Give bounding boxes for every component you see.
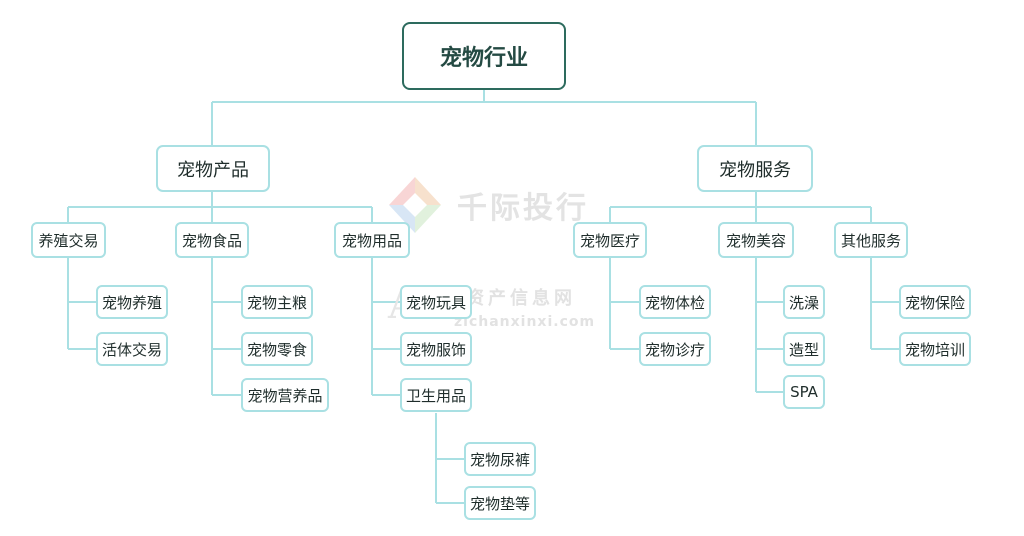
- leaf-apparel: 宠物服饰: [400, 332, 472, 366]
- node-pet-medical: 宠物医疗: [573, 222, 647, 258]
- node-pet-beauty: 宠物美容: [718, 222, 794, 258]
- leaf-treatment: 宠物诊疗: [639, 332, 711, 366]
- leaf-pads: 宠物垫等: [464, 486, 536, 520]
- node-pet-services: 宠物服务: [697, 145, 813, 192]
- leaf-bathing: 洗澡: [783, 285, 825, 319]
- node-pet-food: 宠物食品: [175, 222, 249, 258]
- leaf-toys: 宠物玩具: [400, 285, 472, 319]
- leaf-checkup: 宠物体检: [639, 285, 711, 319]
- node-pet-products: 宠物产品: [156, 145, 270, 192]
- leaf-styling: 造型: [783, 332, 825, 366]
- leaf-diapers: 宠物尿裤: [464, 442, 536, 476]
- node-pet-supplies: 宠物用品: [334, 222, 410, 258]
- leaf-nutrition: 宠物营养品: [241, 378, 329, 412]
- leaf-staple-food: 宠物主粮: [241, 285, 313, 319]
- leaf-live-trade: 活体交易: [96, 332, 168, 366]
- leaf-training: 宠物培训: [899, 332, 971, 366]
- root-node: 宠物行业: [402, 22, 566, 90]
- node-other-services: 其他服务: [834, 222, 908, 258]
- leaf-pet-breeding: 宠物养殖: [96, 285, 168, 319]
- leaf-insurance: 宠物保险: [899, 285, 971, 319]
- leaf-spa: SPA: [783, 375, 825, 409]
- leaf-snacks: 宠物零食: [241, 332, 313, 366]
- leaf-hygiene: 卫生用品: [400, 378, 472, 412]
- node-breeding-trade: 养殖交易: [31, 222, 106, 258]
